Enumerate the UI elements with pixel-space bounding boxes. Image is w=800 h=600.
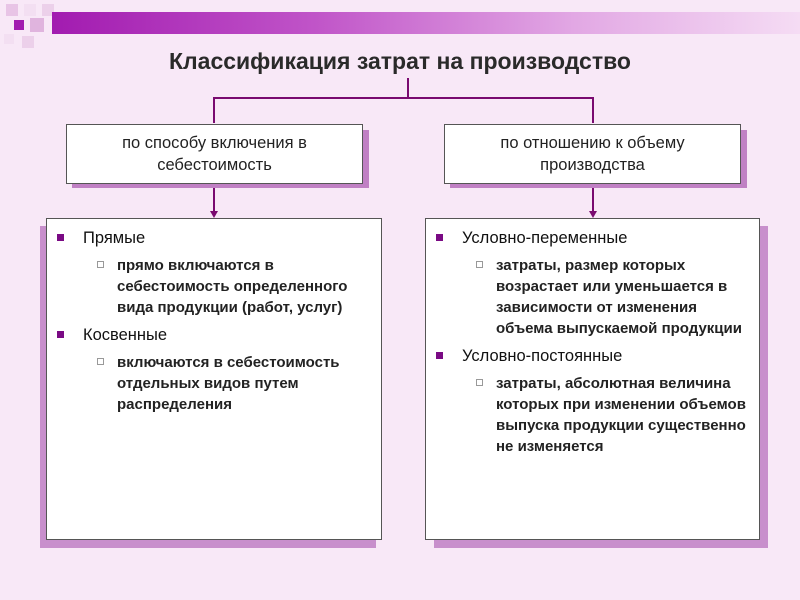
item-heading: Условно-постоянные: [462, 347, 623, 365]
header-bar: [52, 12, 800, 34]
list-item: Косвенные включаются в себестоимость отд…: [47, 324, 381, 415]
list-item: Условно-постоянные затраты, абсолютная в…: [426, 345, 759, 457]
category-box-inclusion: по способу включения в себестоимость: [66, 124, 363, 184]
item-heading: Косвенные: [83, 326, 168, 344]
hollow-square-bullet-icon: [476, 261, 483, 268]
item-heading: Прямые: [83, 229, 146, 247]
list-item: Условно-переменные затраты, размер котор…: [426, 227, 759, 339]
list-item: Прямые прямо включаются в себестоимость …: [47, 227, 381, 318]
category-box-volume: по отношению к объему производства: [444, 124, 741, 184]
category-label: по способу включения в себестоимость: [122, 134, 307, 174]
item-description: затраты, размер которых возрастает или у…: [496, 257, 742, 337]
item-description: прямо включаются в себестоимость определ…: [117, 257, 348, 316]
item-description: включаются в себестоимость отдельных вид…: [117, 354, 340, 413]
hollow-square-bullet-icon: [97, 358, 104, 365]
page-title: Классификация затрат на производство: [169, 48, 631, 74]
square-bullet-icon: [436, 234, 443, 241]
hollow-square-bullet-icon: [97, 261, 104, 268]
hollow-square-bullet-icon: [476, 379, 483, 386]
item-description: затраты, абсолютная величина которых при…: [496, 375, 746, 455]
square-bullet-icon: [57, 331, 64, 338]
direct-indirect-panel: Прямые прямо включаются в себестоимость …: [46, 218, 382, 540]
square-bullet-icon: [436, 352, 443, 359]
square-bullet-icon: [57, 234, 64, 241]
item-heading: Условно-переменные: [462, 229, 628, 247]
category-label: по отношению к объему производства: [500, 134, 685, 174]
variable-fixed-panel: Условно-переменные затраты, размер котор…: [425, 218, 760, 540]
